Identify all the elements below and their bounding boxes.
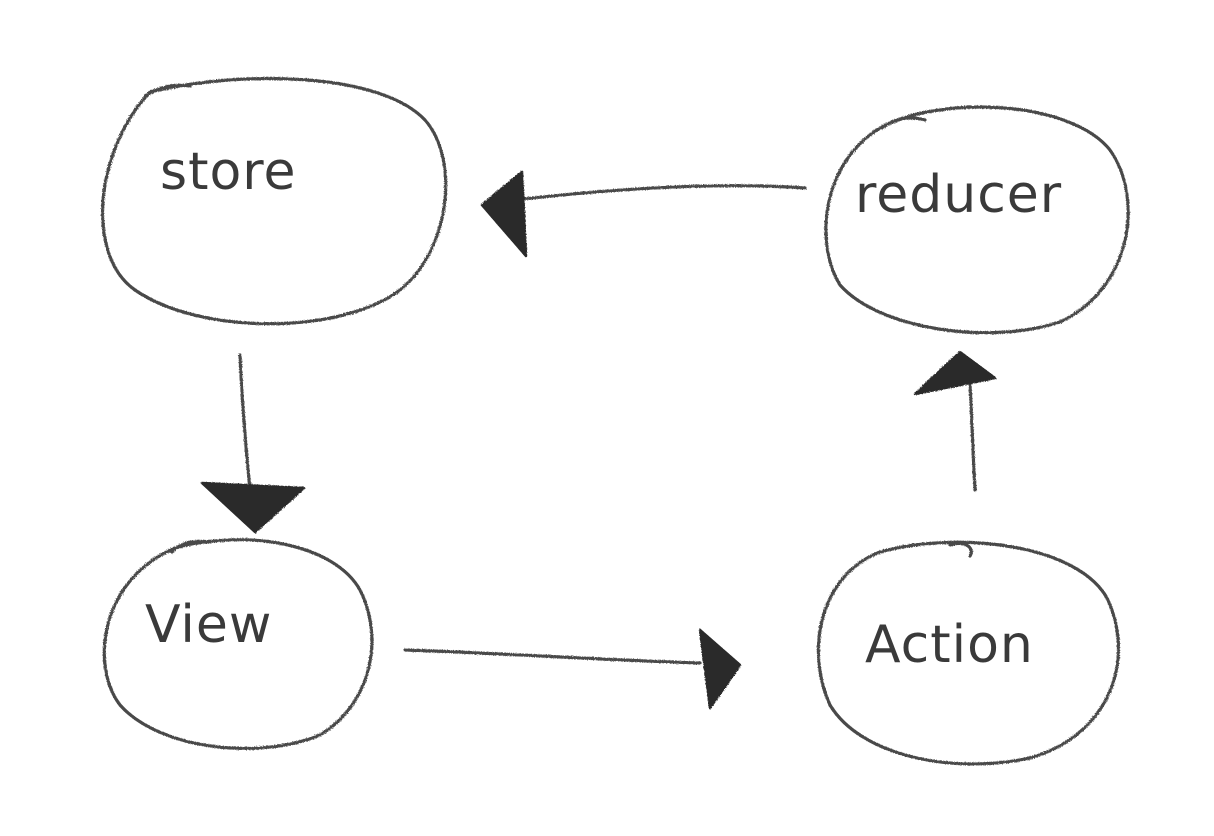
action-node-outline <box>816 540 1121 766</box>
edge-view-to-action <box>403 648 702 665</box>
view-node-overlap-stroke <box>170 539 212 554</box>
reducer-node-label: reducer <box>855 165 1063 225</box>
action-node-label: Action <box>865 615 1034 675</box>
edge-action-to-reducer <box>968 383 977 492</box>
view-node-label: View <box>145 595 273 655</box>
store-node-outline <box>100 76 448 326</box>
action-node-overlap-stroke <box>948 541 973 558</box>
edge-store-to-view <box>238 353 252 492</box>
arrowhead-left-into-store <box>480 170 528 258</box>
store-node-label: store <box>160 142 297 202</box>
arrowhead-up-into-reducer <box>913 350 997 396</box>
view-node-outline <box>102 538 374 750</box>
arrowhead-right-into-action <box>698 628 742 710</box>
reducer-node-overlap-stroke <box>880 116 927 130</box>
store-node-overlap-stroke <box>143 83 192 98</box>
reducer-node-outline <box>824 105 1130 335</box>
edge-reducer-to-store <box>513 184 807 202</box>
arrowhead-down-into-view <box>200 481 306 534</box>
